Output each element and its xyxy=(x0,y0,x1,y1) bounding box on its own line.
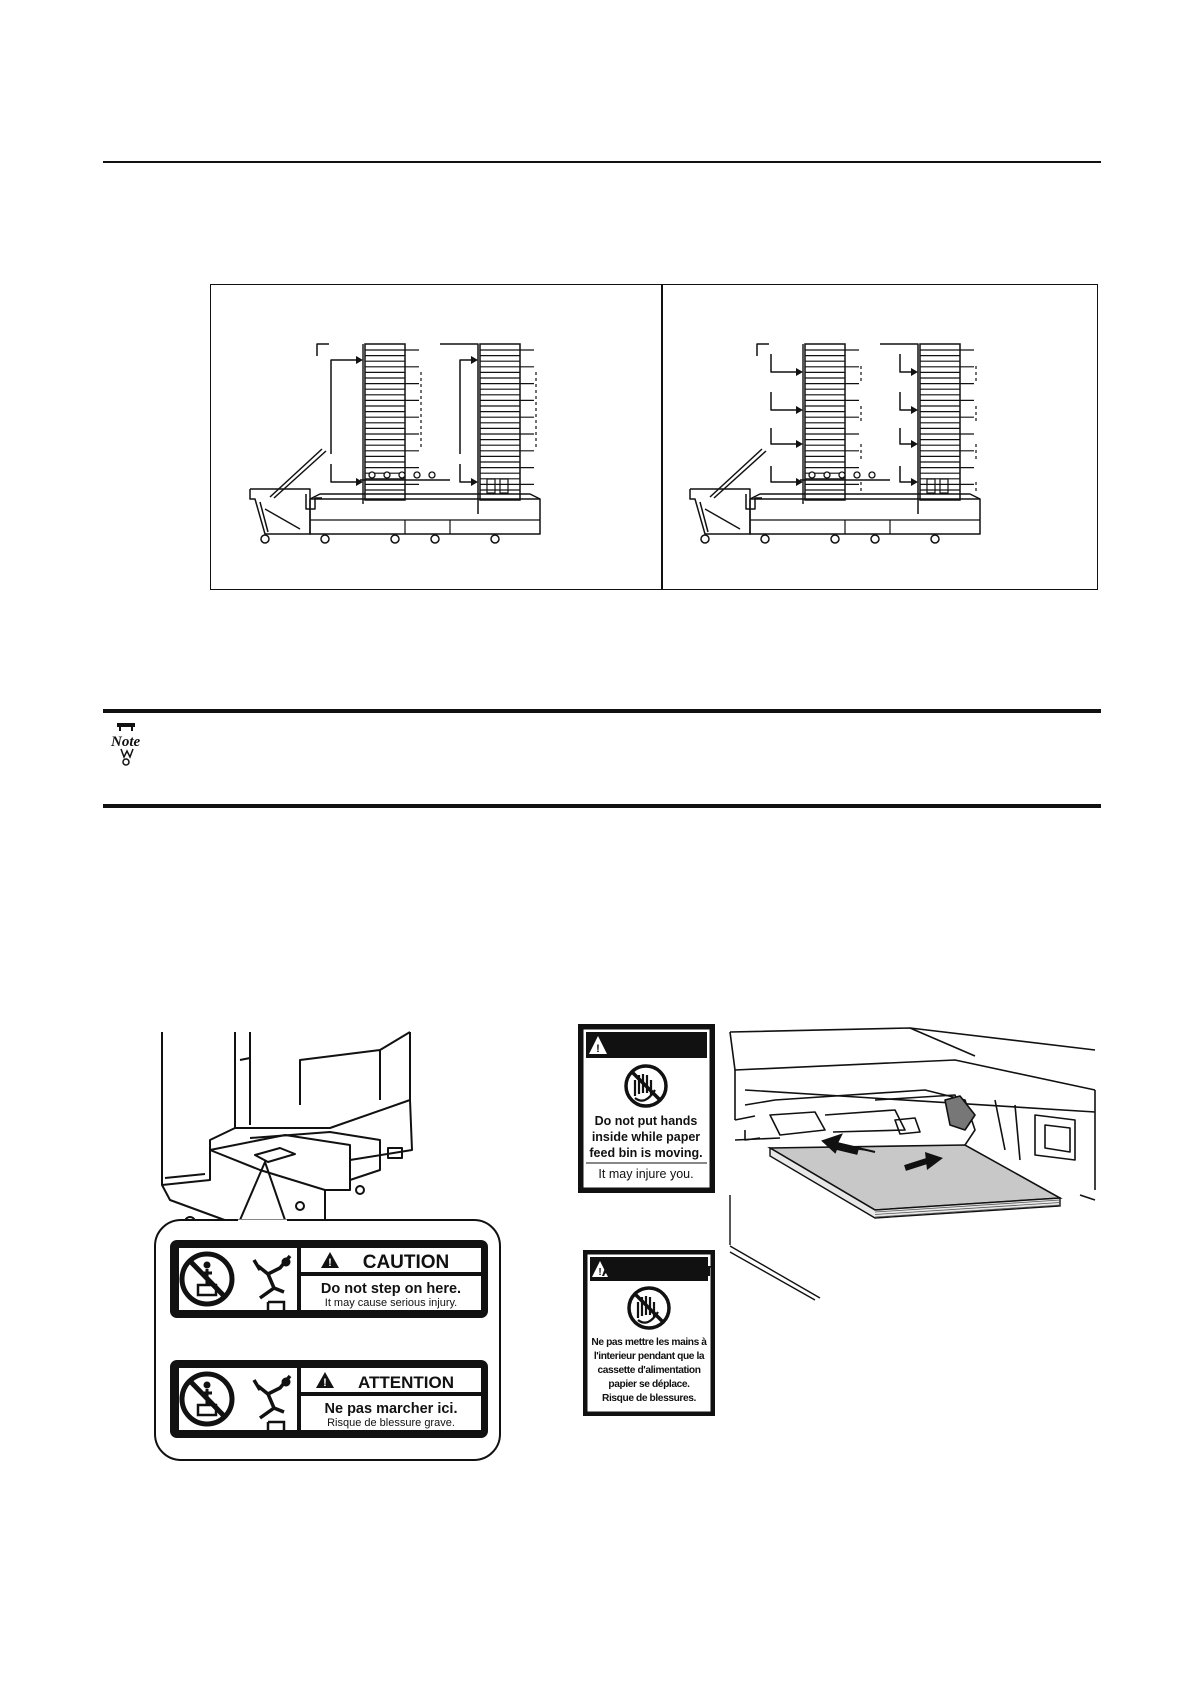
roller xyxy=(838,471,846,479)
svg-text:!: ! xyxy=(596,1043,600,1055)
note-icon-label: Note xyxy=(110,734,141,750)
arrow-head xyxy=(911,406,918,414)
warning-header: WARNING xyxy=(612,1036,702,1058)
caster-wheel xyxy=(430,534,440,544)
attention-line2: Risque de blessure grave. xyxy=(327,1417,455,1429)
caster-wheel xyxy=(870,534,880,544)
avertissement-line2: l'interieur pendant que la xyxy=(594,1351,705,1362)
note-icon: Note xyxy=(110,723,141,766)
warning-line1: Do not put hands xyxy=(595,1114,698,1128)
avertissement-line1: Ne pas mettre les mains à xyxy=(591,1337,707,1348)
caster-wheel xyxy=(930,534,940,544)
push-arrow-icon-right xyxy=(925,1152,943,1170)
avertissement-triangle-icon xyxy=(592,1261,608,1277)
note-bottom-rule xyxy=(103,804,1101,808)
caster-wheel xyxy=(260,534,270,544)
sorter-figure-divider xyxy=(661,284,663,590)
sorter-full xyxy=(249,343,541,544)
roller xyxy=(383,471,391,479)
caster-wheel xyxy=(490,534,500,544)
paper-stack xyxy=(767,1144,1063,1219)
output-tray xyxy=(926,478,936,494)
caster-wheel xyxy=(320,534,330,544)
avertissement-line3: cassette d'alimentation xyxy=(597,1365,700,1376)
caster-wheel xyxy=(830,534,840,544)
sorter-diagram-left xyxy=(249,343,541,544)
arrow-head xyxy=(356,478,363,486)
caution-line1: Do not step on here. xyxy=(321,1281,461,1297)
roller xyxy=(428,471,436,479)
output-tray xyxy=(486,478,496,494)
caution-warning-triangle-icon xyxy=(321,1252,339,1268)
arrow-head xyxy=(911,478,918,486)
arrow-head xyxy=(471,478,478,486)
header-rule xyxy=(103,161,1101,163)
note-top-rule xyxy=(103,709,1101,713)
paper-feed-illustration: ! WARNING Do not put hands inside while … xyxy=(578,1024,1096,1416)
arrow-head xyxy=(911,440,918,448)
sorter-split xyxy=(689,343,981,544)
roller xyxy=(808,471,816,479)
roller xyxy=(398,471,406,479)
arrow-head xyxy=(796,406,803,414)
warning-triangle-icon xyxy=(589,1036,607,1054)
svg-text:!: ! xyxy=(328,1257,332,1269)
warning-line2: inside while paper xyxy=(592,1130,700,1144)
warning-label: ! WARNING Do not put hands inside while … xyxy=(578,1024,715,1193)
warning-sub: It may injure you. xyxy=(598,1167,693,1181)
caution-header: CAUTION xyxy=(363,1252,450,1273)
falling-person-icon xyxy=(252,1254,292,1312)
arrow-head xyxy=(911,368,918,376)
sorter-diagram-right xyxy=(689,343,981,544)
roller xyxy=(368,471,376,479)
attention-line1: Ne pas marcher ici. xyxy=(325,1401,458,1417)
output-tray xyxy=(939,478,949,494)
attention-label: ! ATTENTION Ne pas marcher ici. Risque d… xyxy=(170,1360,488,1438)
sorter-tower xyxy=(919,343,961,501)
svg-text:!: ! xyxy=(323,1377,327,1389)
avertissement-line4: papier se déplace. xyxy=(608,1379,690,1390)
avertissement-header: AVERTISSEMENT xyxy=(602,1263,714,1280)
sorter-figure-frame xyxy=(210,284,1098,590)
roller xyxy=(853,471,861,479)
arrow-head xyxy=(471,356,478,364)
roller xyxy=(413,471,421,479)
arrow-head xyxy=(796,478,803,486)
arrow-head xyxy=(356,356,363,364)
caster-wheel xyxy=(700,534,710,544)
avertissement-line5: Risque de blessures. xyxy=(602,1393,696,1404)
roller xyxy=(868,471,876,479)
sorter-tower xyxy=(479,343,521,501)
arrow-head xyxy=(796,440,803,448)
falling-person-icon-fr xyxy=(252,1374,292,1432)
machine-illustration-left: ! CAUTION Do not step on here. It may ca… xyxy=(154,1031,501,1461)
roller xyxy=(823,471,831,479)
caster-wheel xyxy=(390,534,400,544)
output-tray xyxy=(499,478,509,494)
avertissement-label: ! AVERTISSEMENT Ne pas mettre les mains … xyxy=(583,1250,715,1416)
attention-warning-triangle-icon xyxy=(316,1372,334,1388)
caster-wheel xyxy=(760,534,770,544)
svg-text:!: ! xyxy=(598,1267,601,1278)
caution-line2: It may cause serious injury. xyxy=(325,1297,457,1309)
arrow-head xyxy=(796,368,803,376)
caution-label: ! CAUTION Do not step on here. It may ca… xyxy=(170,1240,488,1318)
warning-line3: feed bin is moving. xyxy=(589,1146,702,1160)
attention-header: ATTENTION xyxy=(358,1373,454,1392)
